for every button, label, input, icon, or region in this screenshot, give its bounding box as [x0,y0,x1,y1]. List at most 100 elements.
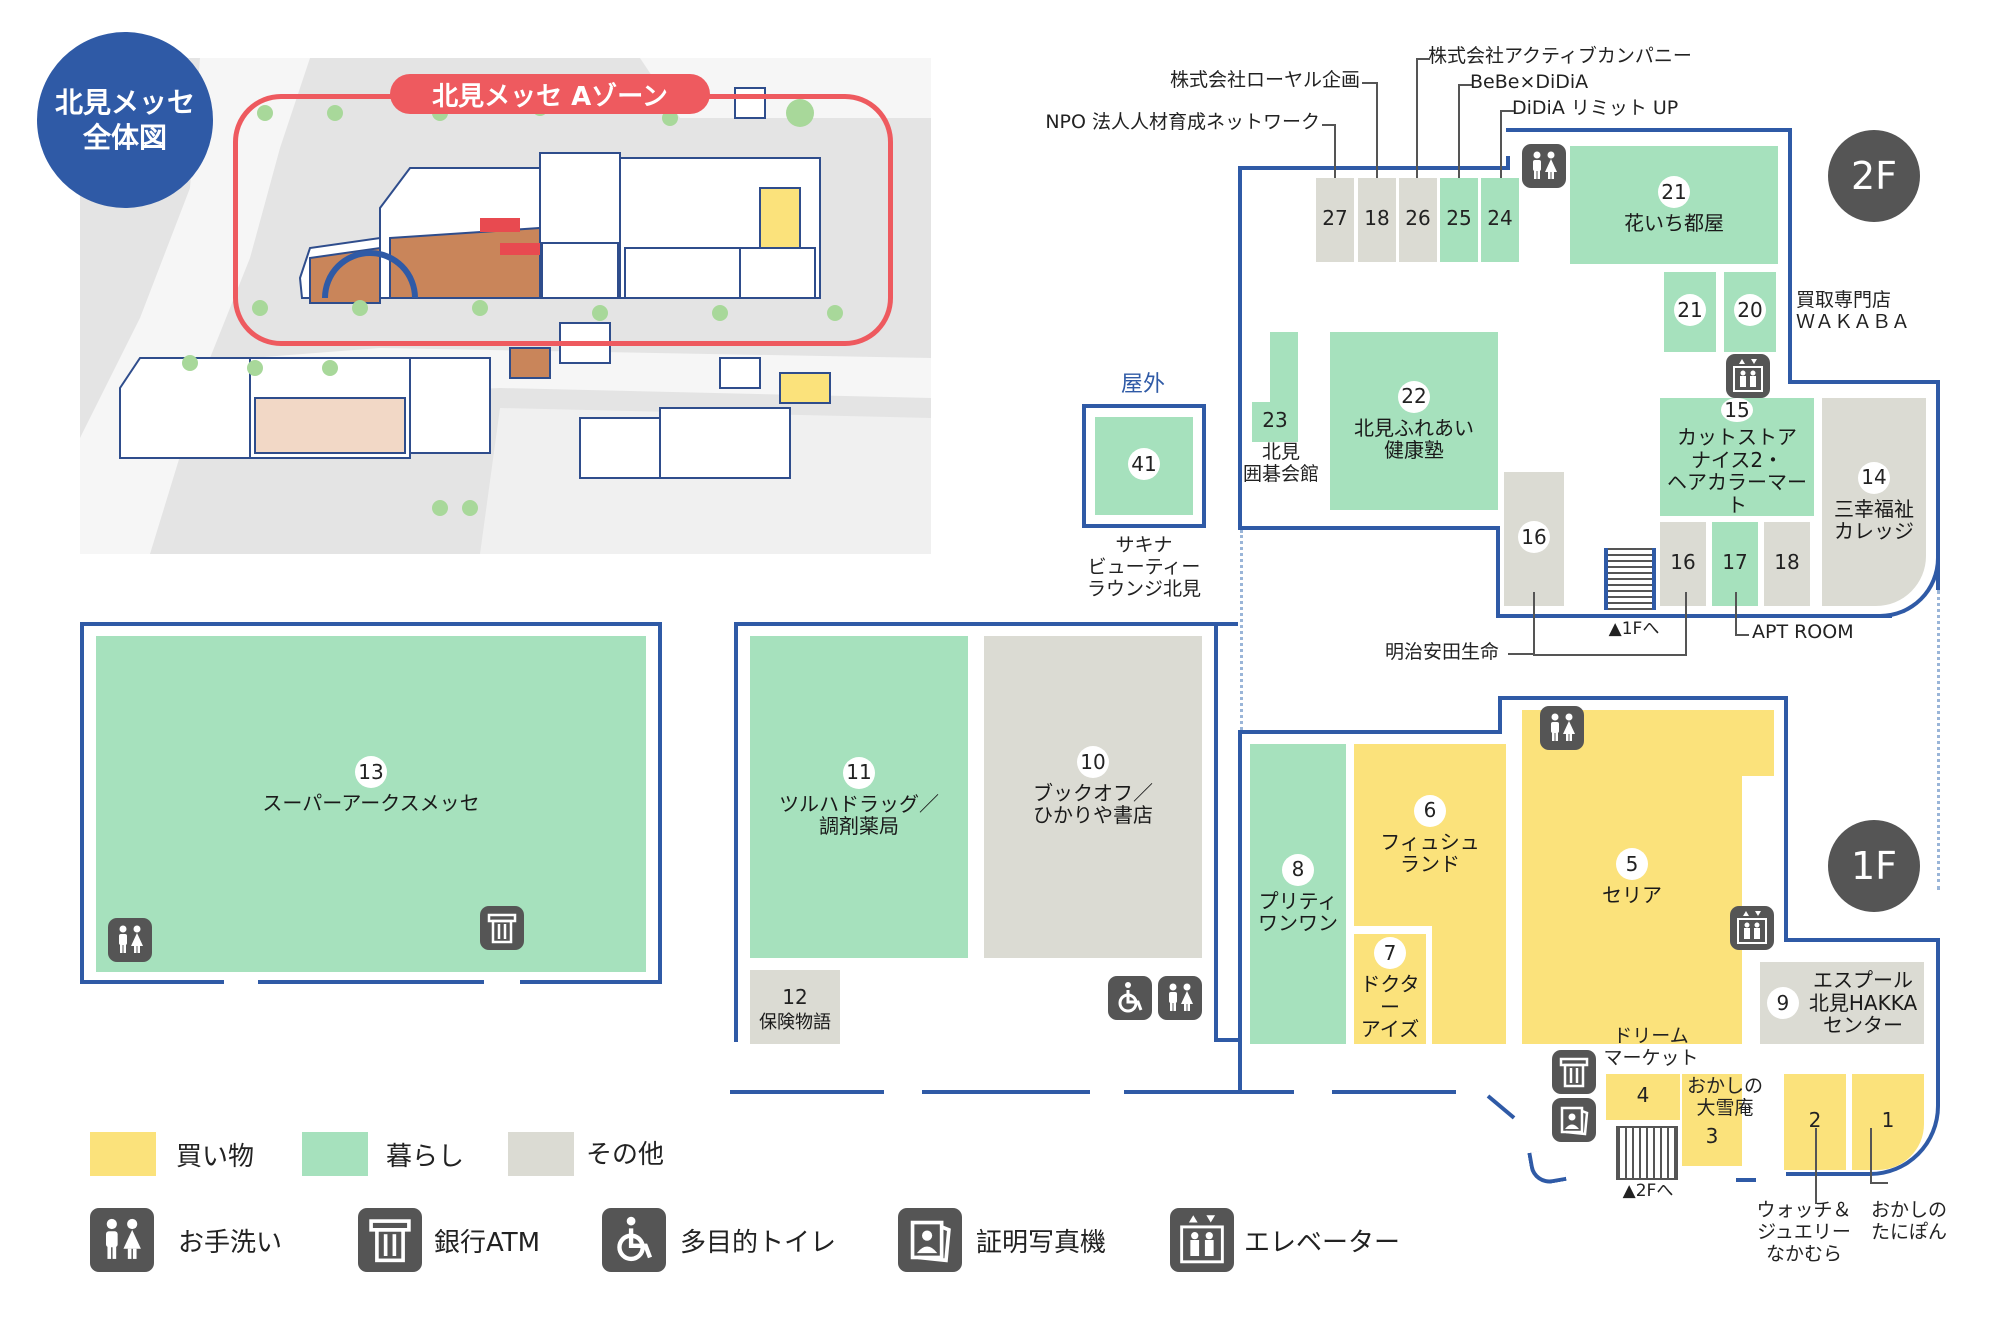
room-number: 8 [1282,853,1314,886]
room-4[interactable]: 4 [1606,1074,1680,1120]
room-number: 23 [1262,407,1288,432]
block-11-frame [734,622,1238,1042]
room-20[interactable]: 20 [1724,272,1776,352]
room-18[interactable]: 18 [1358,178,1396,262]
room-5[interactable]: 5 セリア [1522,710,1742,1044]
toilet-icon [90,1208,154,1272]
wall [1506,156,1510,170]
room-21-main[interactable]: 21 花いち都屋 [1570,146,1778,264]
room-name: カットストア ナイス2・ ヘアカラーマート [1667,425,1807,517]
room-8[interactable]: 8 プリティ ワンワン [1250,744,1346,1044]
floor-badge-2f: 2F [1828,130,1920,222]
toilet-icon [1522,144,1566,188]
room-11[interactable]: 11 ツルハドラッグ／ 調剤薬局 [750,636,968,958]
legend-swatch-shopping [90,1132,156,1176]
room-number: 5 [1616,847,1648,880]
wall [1238,166,1510,170]
room-27[interactable]: 27 [1316,178,1354,262]
room-24[interactable]: 24 [1481,178,1519,262]
room-22[interactable]: 22 北見ふれあい 健康塾 [1330,332,1498,510]
room-name: ドクター アイズ [1360,972,1420,1042]
room-12[interactable]: 12 保険物語 [750,970,840,1044]
room-3[interactable]: 3 [1682,1074,1742,1166]
room-number: 27 [1322,205,1348,230]
room-5-top [1742,710,1774,776]
wall [1498,696,1502,734]
wall [1496,526,1500,618]
outdoor-frame [1082,404,1206,528]
overview-map: 北見メッセ Aゾーン [80,58,931,554]
dotted-guide [1240,530,1243,730]
room-number: 16 [1518,521,1550,553]
wall [1506,128,1792,132]
leader [1508,653,1534,655]
room-number: 2 [1808,1107,1822,1132]
stairs-2f[interactable] [1604,548,1656,610]
meiji-label: 明治安田生命 [1384,641,1499,663]
room-number: 11 [843,756,875,789]
elevator-icon [1726,354,1770,398]
room-number: 4 [1636,1082,1650,1107]
legend-swatch-other [508,1132,574,1176]
leader [1815,1128,1817,1204]
wall [730,1090,884,1094]
room-25[interactable]: 25 [1440,178,1478,262]
room-15[interactable]: 15 カットストア ナイス2・ ヘアカラーマート [1660,398,1814,516]
wall [1788,380,1940,384]
room-number: 12 [782,984,808,1009]
room-23-stem [1270,332,1298,408]
wall [1486,1094,1516,1120]
room-number: 15 [1721,398,1753,423]
room-23[interactable]: 23 [1252,402,1298,442]
room-26[interactable]: 26 [1399,178,1437,262]
room-16-right[interactable]: 16 [1660,522,1706,606]
room-number: 18 [1364,205,1390,230]
room-16-left[interactable]: 16 [1504,472,1564,606]
room-7[interactable]: 7 ドクター アイズ [1354,934,1426,1044]
leader [1362,82,1378,178]
watch-label: ウォッチ＆ ジュエリー なかむら [1756,1199,1852,1265]
wall [1238,1050,1242,1094]
npo-label: NPO 法人人材育成ネットワーク [1045,111,1320,133]
stairs-1f[interactable] [1616,1126,1678,1180]
room-name: 北見ふれあい 健康塾 [1354,415,1474,462]
overview-badge: 北見メッセ 全体図 [37,32,213,208]
room-1[interactable]: 1 [1852,1074,1924,1170]
room-17[interactable]: 17 [1712,522,1758,606]
legend-label-other: その他 [586,1140,665,1170]
wakaba-label: 買取専門店 ＷＡＫＡＢＡ [1796,289,1911,333]
a-zone-outline [233,94,893,346]
wall [1214,1038,1240,1042]
room-name: 保険物語 [759,1011,831,1033]
room-number: 21 [1658,175,1690,208]
room-9[interactable]: 9 エスプール 北見HAKKA センター [1760,962,1924,1044]
room-21-small[interactable]: 21 [1664,272,1716,352]
legend-label-shopping: 買い物 [176,1142,255,1172]
room-41[interactable]: 41 [1095,417,1193,515]
room-18-lower[interactable]: 18 [1764,522,1810,606]
legend-label-photo-booth: 証明写真機 [976,1228,1107,1258]
room-name: ブックオフ／ ひかりや書店 [1033,781,1153,828]
overview-illustration [80,58,931,554]
leader [1735,592,1749,636]
room-number: 14 [1858,461,1890,494]
wall [1936,380,1940,590]
room-name: プリティ ワンワン [1258,888,1338,935]
room-name: 三幸福祉 カレッジ [1834,496,1914,543]
room-14[interactable]: 14 三幸福祉 カレッジ [1822,398,1926,606]
wall [80,980,224,984]
toilet-icon [1158,976,1202,1020]
room-13[interactable]: 13 スーパーアークスメッセ [96,636,646,972]
room-10[interactable]: 10 ブックオフ／ ひかりや書店 [984,636,1202,958]
room-6[interactable]: 6 フィュシュ ランド [1354,744,1506,926]
leader [1416,58,1430,178]
leader [1500,110,1514,178]
elevator-icon [1170,1208,1234,1272]
leader [1870,1128,1888,1184]
wall [1498,696,1788,700]
wall-entrance [1527,1147,1567,1187]
photo-booth-icon [1552,1098,1596,1142]
wall [1788,128,1792,384]
room-number: 10 [1077,746,1109,778]
room-6-lower [1432,926,1506,1044]
